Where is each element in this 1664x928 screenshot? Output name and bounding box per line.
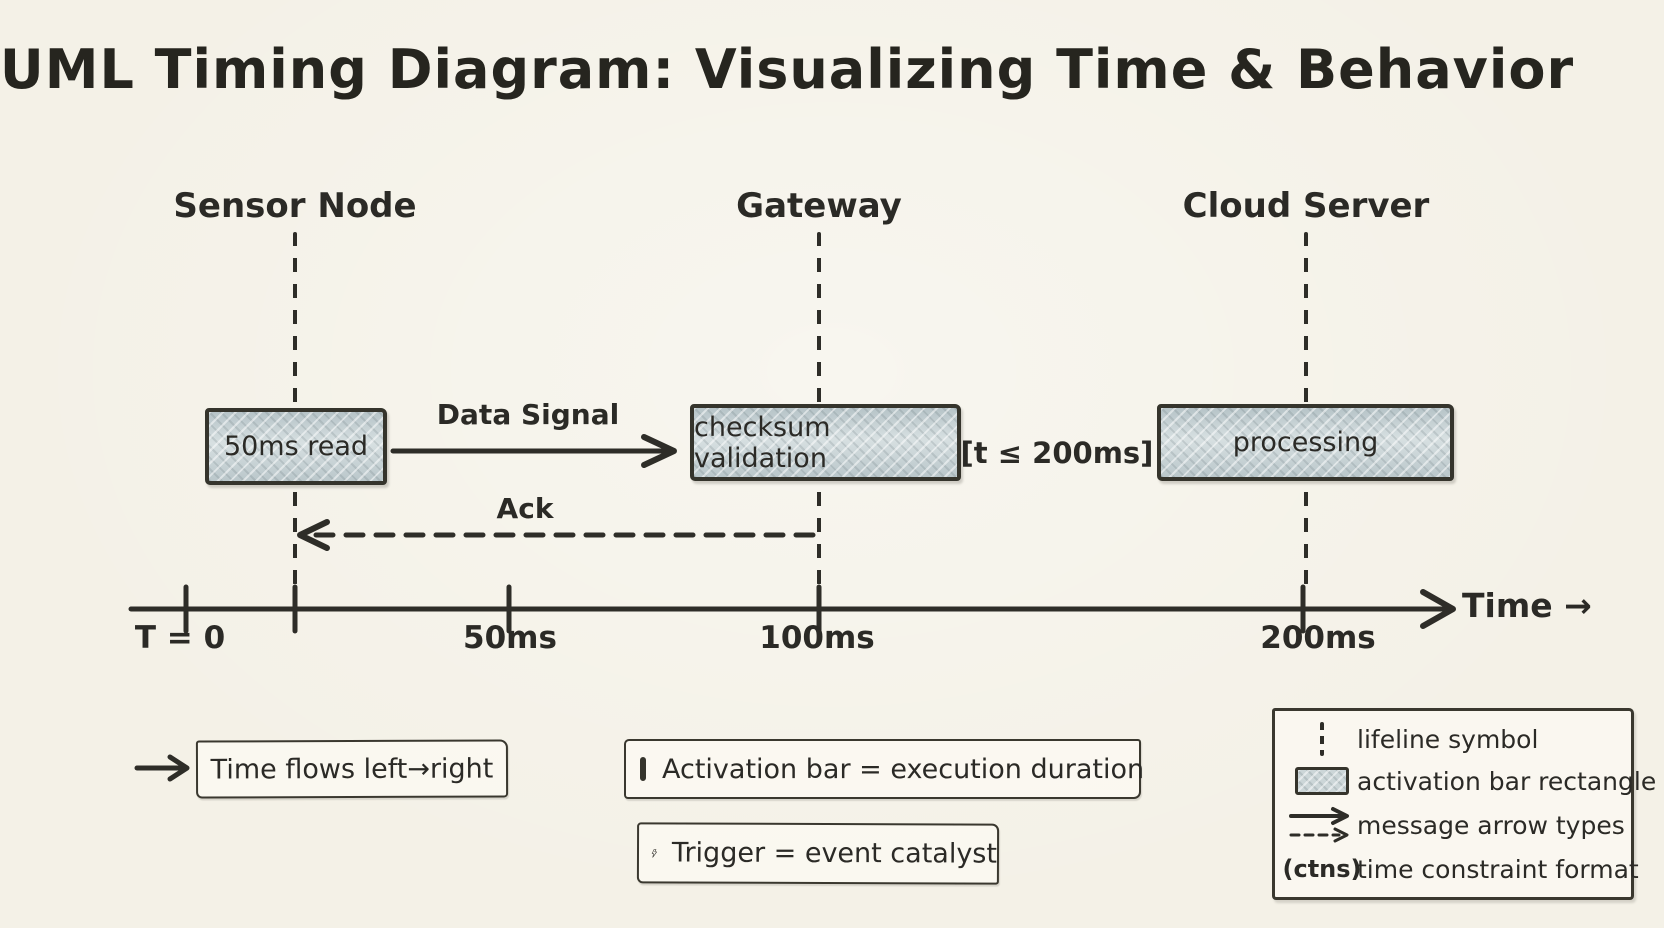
legend-panel: lifeline symbol activation bar rectangle… xyxy=(1272,708,1656,900)
message-label-ack: Ack xyxy=(496,492,554,525)
lifeline-header-sensor-node: Sensor Node xyxy=(173,186,417,226)
tick-label-t0: T = 0 xyxy=(134,620,226,656)
tick-label-50ms: 50ms xyxy=(463,620,557,656)
legend-activation-label: Activation bar = execution duration xyxy=(662,753,1145,785)
lifeline-header-cloud-server: Cloud Server xyxy=(1182,186,1430,226)
activation-swatch-icon xyxy=(640,757,646,781)
legend-constraint-label: time constraint format xyxy=(1357,854,1639,884)
legend-trigger-label: Trigger = event catalyst xyxy=(671,837,998,870)
legend-trigger: Trigger = event catalyst xyxy=(636,822,1000,885)
legend-message-arrows-label: message arrow types xyxy=(1357,810,1625,840)
axis-label-time: Time → xyxy=(1462,586,1592,625)
activation-bar-cloud: processing xyxy=(1157,404,1454,481)
legend-activation-bar: Activation bar = execution duration xyxy=(624,739,1145,799)
lightning-bolt-icon xyxy=(651,848,657,858)
legend-time-flow-label: Time flows left→right xyxy=(210,753,494,785)
time-axis xyxy=(128,584,1456,634)
tick-label-200ms: 200ms xyxy=(1260,620,1376,656)
tick-label-100ms: 100ms xyxy=(759,620,875,656)
legend-time-flow: Time flows left→right xyxy=(195,739,509,799)
data-signal-arrow-icon xyxy=(390,434,677,468)
activation-bar-sensor: 50ms read xyxy=(205,408,387,485)
legend-row-arrows: message arrow types xyxy=(1287,806,1625,844)
legend-row-activation: activation bar rectangle xyxy=(1287,767,1656,796)
time-constraint: [t ≤ 200ms] xyxy=(960,436,1154,470)
lifeline-header-gateway: Gateway xyxy=(736,186,902,226)
time-constraint-format-icon: (ctns) xyxy=(1282,855,1362,884)
message-label-data-signal: Data Signal xyxy=(436,398,620,431)
activation-rectangle-icon xyxy=(1287,767,1357,796)
message-arrow-types-icon xyxy=(1287,806,1357,844)
right-arrow-icon xyxy=(134,754,190,782)
ack-arrow-icon xyxy=(297,519,816,551)
activation-bar-gateway: checksum validation xyxy=(690,404,961,481)
legend-lifeline-label: lifeline symbol xyxy=(1357,724,1539,754)
page-title: UML Timing Diagram: Visualizing Time & B… xyxy=(0,38,1575,101)
lifeline-symbol-icon xyxy=(1287,722,1357,757)
legend-activation-rectangle-label: activation bar rectangle xyxy=(1357,766,1657,796)
legend-row-lifeline: lifeline symbol xyxy=(1287,722,1621,757)
legend-row-constraint: (ctns) time constraint format xyxy=(1282,855,1639,884)
